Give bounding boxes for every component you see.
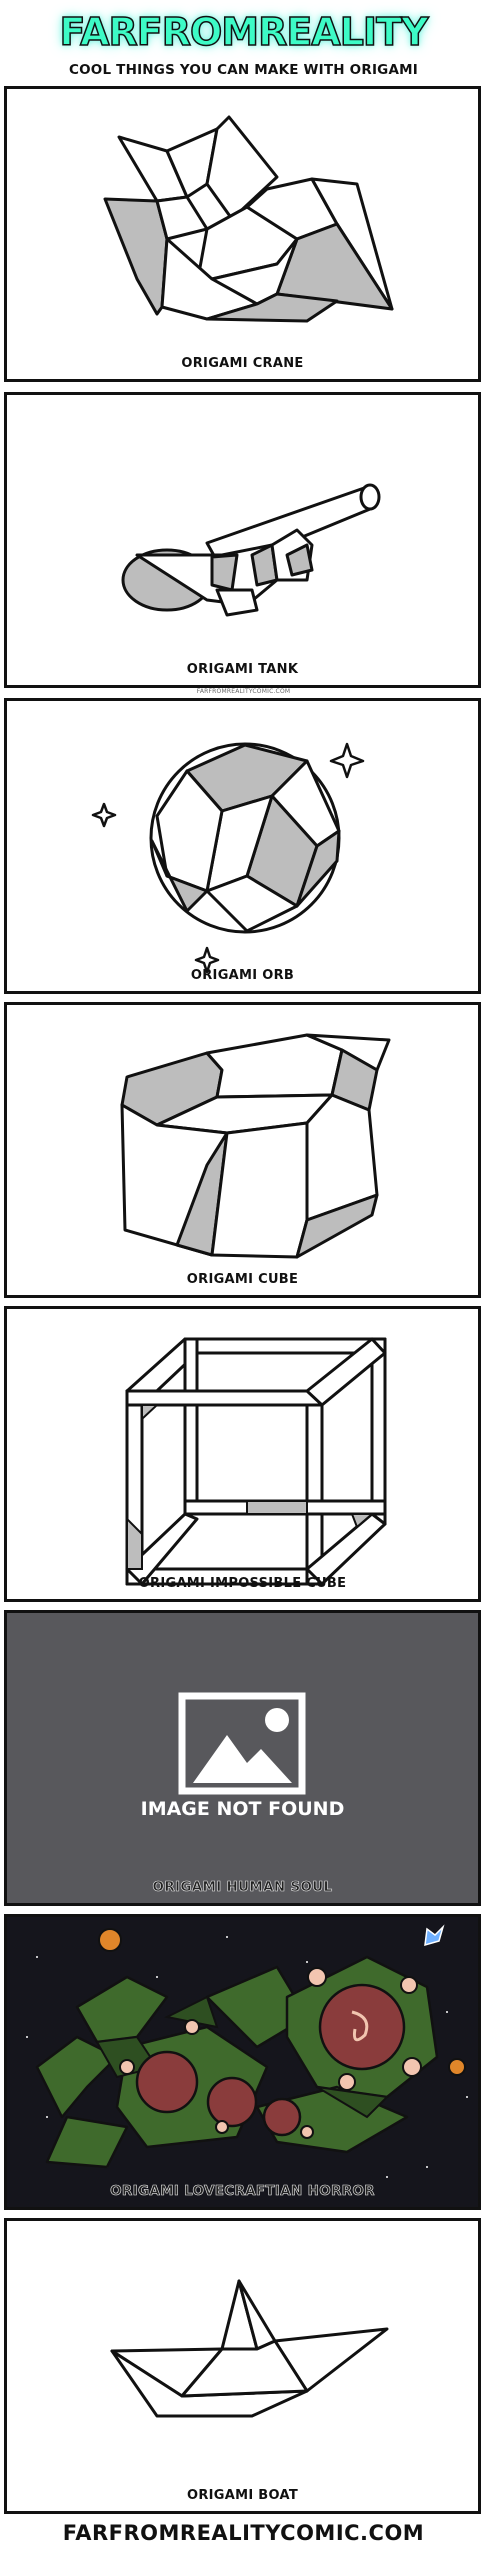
comic-header: FARFROMREALITY COOL THINGS YOU CAN MAKE … [0,0,487,86]
panel-human-soul: IMAGE NOT FOUND ORIGAMI HUMAN SOUL [4,1610,481,1906]
caption-crane: ORIGAMI CRANE [181,356,304,371]
origami-cube-drawing [120,1033,391,1259]
caption-boat: ORIGAMI BOAT [186,2488,299,2503]
caption-human-soul: ORIGAMI HUMAN SOUL [152,1879,333,1896]
origami-tank-drawing [121,483,381,617]
panel-impossible-cube: ORIGAMI IMPOSSIBLE CUBE [4,1306,481,1602]
origami-lovecraftian-horror-drawing [26,1924,468,2178]
comic-subtitle: COOL THINGS YOU CAN MAKE WITH ORIGAMI [69,62,418,78]
panel-crane: ORIGAMI CRANE [4,86,481,382]
origami-boat-drawing [110,2279,389,2418]
caption-orb: ORIGAMI ORB [190,968,295,983]
panel-boat: ORIGAMI BOAT [4,2218,481,2514]
site-logo: FARFROMREALITY [59,9,430,55]
origami-orb-drawing [91,742,365,974]
caption-impossible-cube: ORIGAMI IMPOSSIBLE CUBE [138,1576,347,1591]
caption-lovecraftian-horror: ORIGAMI LOVECRAFTIAN HORROR [110,2183,375,2200]
watermark: FARFROMREALITYCOMIC.COM [196,688,291,695]
origami-crane-drawing [103,115,394,323]
panel-tank: ORIGAMI TANK [4,392,481,688]
panel-lovecraftian-horror: ORIGAMI LOVECRAFTIAN HORROR [4,1914,481,2210]
image-not-found-text: IMAGE NOT FOUND [140,1798,345,1820]
panel-cube: ORIGAMI CUBE [4,1002,481,1298]
panel-orb: ORIGAMI ORB [4,698,481,994]
caption-tank: ORIGAMI TANK [186,662,299,677]
caption-cube: ORIGAMI CUBE [186,1272,299,1287]
site-url-footer: FARFROMREALITYCOMIC.COM [62,2521,425,2545]
origami-impossible-cube-drawing [125,1337,387,1586]
image-not-found-icon [178,1692,306,1795]
